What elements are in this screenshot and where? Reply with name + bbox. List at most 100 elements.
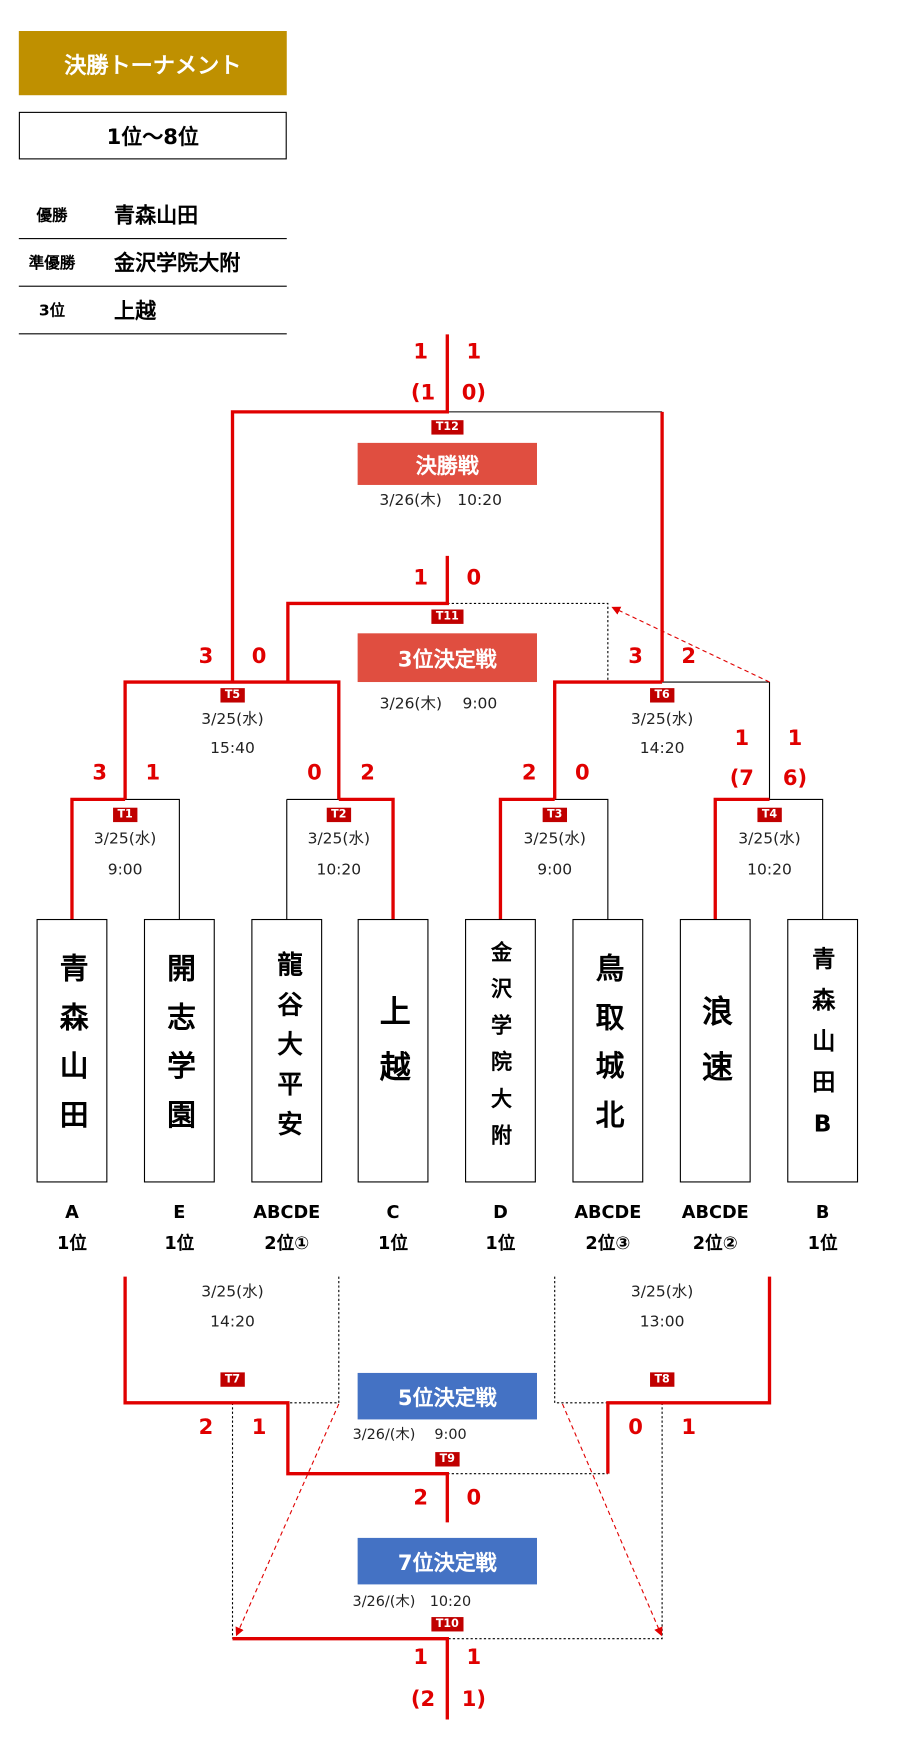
team-name: 開志学園 [162, 953, 196, 1149]
team-seed: C 1位 [378, 1197, 408, 1259]
team-box: 青森山田 [36, 918, 108, 1183]
team-name: 金沢学院大附 [487, 941, 513, 1161]
seed-group: C [386, 1201, 400, 1223]
team-seed: E 1位 [164, 1197, 194, 1259]
result-label: 3位 [38, 301, 66, 320]
tournament-title: 決勝トーナメント [18, 31, 287, 96]
result-third: 3位 上越 [18, 286, 287, 335]
score-right: 2 [681, 644, 697, 669]
match-time: 9:00 [537, 861, 573, 880]
match-date: 3/25(水) [307, 830, 371, 849]
match-time: 13:00 [639, 1313, 685, 1331]
score-right: 0 [466, 1485, 482, 1511]
seed-group: ABCDE [253, 1201, 321, 1223]
match-badge-t12: T12 [431, 420, 464, 435]
arrow-to-7th-right [561, 1403, 663, 1637]
score-left: 3 [92, 760, 107, 786]
match-badge-t2: T2 [326, 807, 351, 823]
team-box: 開志学園 [143, 918, 215, 1183]
match-badge-t8: T8 [650, 1372, 675, 1387]
match-badge-t7: T7 [220, 1372, 245, 1387]
score-left: 1 [413, 1645, 429, 1670]
score-right: 2 [360, 760, 375, 786]
arrow-to-7th-left [235, 1403, 340, 1637]
match-date: 3/25(水) [201, 710, 264, 729]
match-datetime: 3/26(木) 10:20 [379, 491, 502, 510]
score-right: 1 [466, 339, 482, 365]
score-left: 1 [413, 565, 429, 591]
score-left: 1 [413, 339, 429, 365]
pk-left: (1 [410, 380, 436, 406]
team-name: 青森山田 [54, 953, 89, 1149]
result-team: 青森山田 [114, 203, 199, 229]
match-badge-t9: T9 [435, 1452, 460, 1467]
match-badge-t5: T5 [220, 688, 245, 703]
team-name: 青森山田B [809, 946, 836, 1155]
match-datetime: 3/26/(木) 10:20 [352, 1593, 472, 1611]
score-right: 1 [466, 1645, 482, 1670]
score-left: 1 [734, 726, 750, 751]
match-time: 14:20 [639, 739, 685, 758]
seed-rank: 1位 [56, 1232, 87, 1254]
seed-rank: 2位② [692, 1232, 738, 1254]
rank-range: 1位〜8位 [18, 111, 287, 160]
match-date: 3/25(水) [630, 710, 694, 729]
seed-group: D [493, 1201, 508, 1223]
team-seed: A 1位 [57, 1197, 87, 1259]
team-box: 浪速 [679, 918, 751, 1183]
score-left: 2 [521, 760, 537, 786]
score-right: 1 [787, 726, 803, 751]
fifth-place-title: 5位決定戦 [357, 1372, 537, 1420]
score-right: 0 [251, 644, 267, 669]
pk-left: (2 [410, 1687, 436, 1712]
pk-right: 0) [461, 380, 487, 406]
score-left: 2 [413, 1485, 429, 1511]
team-name: 龍谷大平安 [272, 951, 302, 1151]
match-time: 15:40 [210, 739, 255, 758]
match-badge-t6: T6 [650, 688, 675, 703]
match-time: 14:20 [210, 1313, 255, 1331]
match-date: 3/25(水) [523, 830, 586, 849]
score-left: 3 [198, 644, 214, 669]
result-team: 上越 [114, 298, 157, 324]
match-time: 10:20 [316, 861, 362, 880]
seed-rank: 1位 [378, 1232, 409, 1254]
team-box: 上越 [357, 918, 429, 1183]
score-right: 1 [145, 760, 161, 786]
seed-rank: 1位 [164, 1232, 195, 1254]
seed-group: E [173, 1201, 186, 1223]
score-left: 2 [198, 1415, 214, 1440]
score-left: 3 [628, 644, 643, 669]
team-box: 金沢学院大附 [465, 918, 536, 1183]
seed-rank: 1位 [485, 1232, 516, 1254]
match-badge-t11: T11 [431, 609, 464, 624]
result-champion: 優勝 青森山田 [18, 190, 287, 240]
final-title: 決勝戦 [357, 442, 537, 485]
result-team: 金沢学院大附 [114, 251, 241, 276]
match-time: 10:20 [747, 861, 792, 880]
team-box: 青森山田B [787, 918, 859, 1183]
match-datetime: 3/26/(木) 9:00 [352, 1426, 467, 1444]
match-date: 3/25(水) [630, 1283, 694, 1301]
team-name: 上越 [375, 995, 412, 1107]
arrow-to-3rd-place [611, 606, 770, 683]
seed-group: A [65, 1201, 79, 1223]
score-right: 0 [575, 760, 590, 786]
match-date: 3/25(水) [201, 1283, 264, 1301]
team-name: 浪速 [697, 995, 735, 1107]
seed-rank: 1位 [807, 1232, 838, 1254]
match-date: 3/25(水) [738, 830, 801, 849]
pk-right: 6) [782, 766, 808, 791]
result-label: 優勝 [36, 206, 68, 225]
seed-group: ABCDE [574, 1201, 642, 1223]
score-right: 1 [251, 1415, 267, 1440]
seed-rank: 2位① [264, 1232, 310, 1254]
team-box: 鳥取城北 [572, 918, 644, 1183]
score-right: 1 [681, 1415, 697, 1440]
match-badge-t3: T3 [542, 807, 567, 823]
score-left: 0 [307, 760, 322, 786]
